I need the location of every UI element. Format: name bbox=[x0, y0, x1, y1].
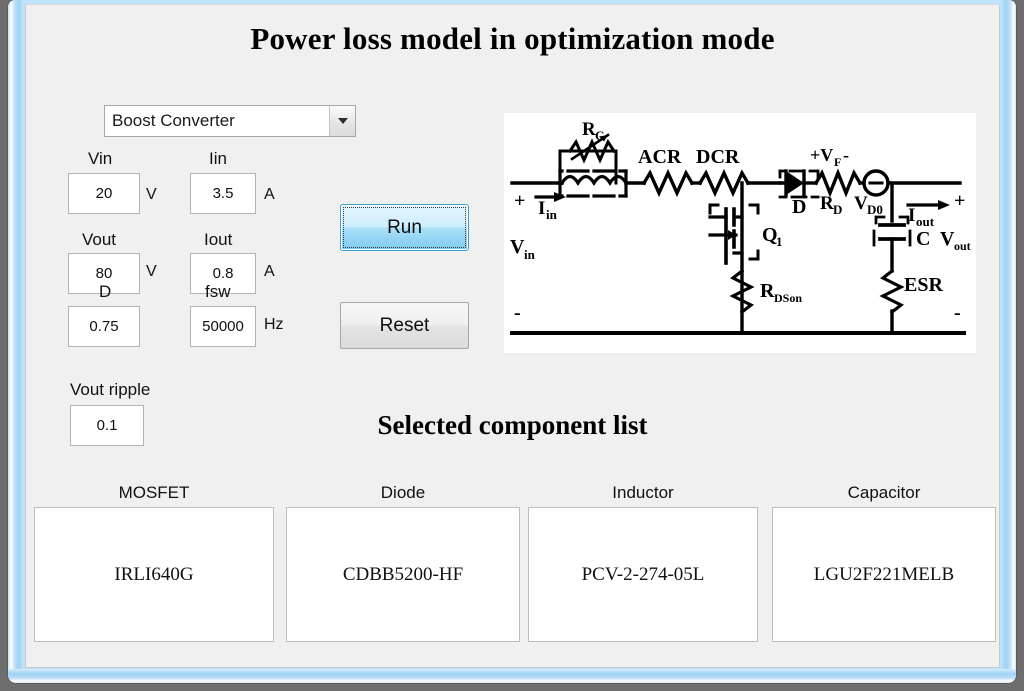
svg-text:I: I bbox=[538, 198, 545, 219]
input-iout[interactable]: 0.8 bbox=[190, 253, 256, 294]
input-iin[interactable]: 3.5 bbox=[190, 173, 256, 214]
input-fsw[interactable]: 50000 bbox=[190, 306, 256, 347]
converter-type-select[interactable]: Boost Converter bbox=[104, 105, 356, 137]
unit-vin: V bbox=[146, 186, 157, 203]
unit-vout: V bbox=[146, 263, 157, 280]
column-header-mosfet: MOSFET bbox=[118, 483, 190, 502]
reset-button[interactable]: Reset bbox=[340, 302, 469, 349]
reset-button-label: Reset bbox=[379, 314, 430, 336]
svg-text:R: R bbox=[760, 280, 775, 302]
svg-text:D: D bbox=[833, 202, 842, 217]
input-vout-ripple[interactable]: 0.1 bbox=[70, 405, 144, 446]
svg-text:ACR: ACR bbox=[638, 146, 682, 168]
svg-text:in: in bbox=[524, 247, 536, 262]
input-vin[interactable]: 20 bbox=[68, 173, 140, 214]
label-iout: Iout bbox=[204, 230, 233, 249]
svg-text:in: in bbox=[546, 207, 558, 222]
label-vout: Vout bbox=[82, 230, 117, 249]
svg-text:D: D bbox=[792, 196, 806, 218]
svg-text:DSon: DSon bbox=[774, 291, 802, 305]
label-vout-ripple: Vout ripple bbox=[70, 380, 151, 399]
svg-text:out: out bbox=[954, 239, 971, 253]
label-vin: Vin bbox=[88, 149, 113, 168]
column-header-inductor: Inductor bbox=[612, 483, 674, 502]
input-vout[interactable]: 80 bbox=[68, 253, 140, 294]
run-button[interactable]: Run bbox=[340, 204, 469, 251]
component-box-mosfet[interactable]: IRLI640G bbox=[34, 507, 274, 642]
application-window: Power loss model in optimization mode Bo… bbox=[8, 0, 1016, 683]
svg-text:out: out bbox=[916, 214, 935, 229]
unit-fsw: Hz bbox=[264, 316, 284, 333]
svg-text:+: + bbox=[514, 190, 525, 212]
svg-text:DCR: DCR bbox=[696, 146, 740, 168]
unit-iin: A bbox=[264, 186, 275, 203]
label-d: D bbox=[99, 282, 112, 301]
unit-iout: A bbox=[264, 263, 275, 280]
svg-text:C: C bbox=[595, 128, 604, 143]
input-d[interactable]: 0.75 bbox=[68, 306, 140, 347]
chevron-down-icon[interactable] bbox=[329, 106, 355, 136]
column-header-diode: Diode bbox=[380, 483, 426, 502]
svg-text:F: F bbox=[834, 155, 841, 169]
component-list-title: Selected component list bbox=[377, 410, 648, 440]
svg-text:+: + bbox=[954, 190, 965, 212]
svg-text:V: V bbox=[510, 236, 525, 258]
svg-text:1: 1 bbox=[776, 234, 783, 249]
svg-text:+V: +V bbox=[810, 145, 833, 165]
svg-text:R: R bbox=[582, 119, 596, 140]
component-box-capacitor[interactable]: LGU2F221MELB bbox=[772, 507, 996, 642]
svg-text:Q: Q bbox=[762, 224, 778, 246]
svg-text:C: C bbox=[916, 228, 930, 250]
converter-type-value: Boost Converter bbox=[112, 111, 235, 130]
window-client-area: Power loss model in optimization mode Bo… bbox=[25, 4, 1000, 668]
run-button-label: Run bbox=[387, 216, 422, 238]
svg-text:-: - bbox=[954, 302, 961, 324]
svg-text:-: - bbox=[843, 145, 849, 165]
svg-text:D0: D0 bbox=[867, 202, 883, 217]
svg-text:R: R bbox=[820, 193, 834, 214]
svg-text:ESR: ESR bbox=[904, 274, 943, 296]
component-box-diode[interactable]: CDBB5200-HF bbox=[286, 507, 520, 642]
column-header-capacitor: Capacitor bbox=[847, 483, 921, 502]
svg-text:-: - bbox=[514, 302, 521, 324]
svg-text:V: V bbox=[940, 228, 955, 250]
page-title: Power loss model in optimization mode bbox=[250, 21, 775, 56]
svg-text:I: I bbox=[908, 205, 915, 226]
svg-text:V: V bbox=[854, 193, 868, 214]
label-fsw: fsw bbox=[205, 282, 231, 301]
component-box-inductor[interactable]: PCV-2-274-05L bbox=[528, 507, 758, 642]
boost-converter-schematic-icon: RC ACR DCR +VF- Iin Vin D RD VD0 Iout Q1… bbox=[510, 119, 971, 335]
label-iin: Iin bbox=[209, 149, 227, 168]
